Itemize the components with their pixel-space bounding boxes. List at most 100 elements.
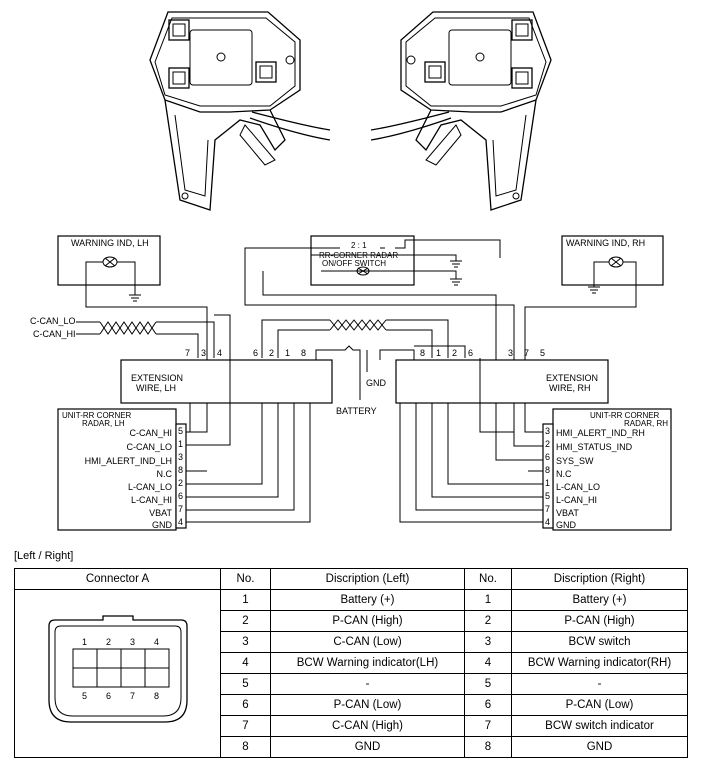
unit-lh-box [57,408,177,531]
pin-no-left: 5 [220,673,271,695]
pin-desc-left: P-CAN (High) [270,610,465,632]
ext-lh-pin: 4 [217,348,222,358]
pin-desc-right: P-CAN (Low) [511,694,688,716]
unit-lh-pin-label: VBAT [149,508,172,518]
pin-no-left: 2 [220,610,271,632]
wiring-diagram: WARNING IND, LH 2 : 1 RR-CORNER RADAR ON… [30,11,672,531]
ext-lh-label-1: EXTENSION [131,373,183,383]
ext-rh-pin: 1 [436,348,441,358]
header-no-right: No. [464,568,512,590]
ext-lh-pin: 1 [285,348,290,358]
unit-lh-pin-number: 4 [178,517,183,527]
unit-lh-title-1: UNIT-RR CORNER [62,411,132,420]
ext-rh-label-2: WIRE, RH [549,383,591,393]
ext-lh-pin: 3 [201,348,206,358]
pin-desc-left: Battery (+) [270,589,465,611]
unit-lh-pin-label: L-CAN_HI [131,495,172,505]
c-can-lo-label: C-CAN_LO [30,316,76,326]
ext-rh-pin: 3 [508,348,513,358]
pin-desc-left: GND [270,736,465,758]
ext-rh-pin: 2 [452,348,457,358]
radar-unit-rh-illustration [370,11,552,211]
warning-ind-rh-label: WARNING IND, RH [566,238,645,248]
unit-lh-pin-number: 5 [178,426,183,436]
unit-rh-pin-number: 1 [545,478,550,488]
table-row: 4 BCW Warning indicator(LH) 4 BCW Warnin… [15,652,688,674]
ext-rh-pin: 6 [468,348,473,358]
ext-lh-pin: 2 [269,348,274,358]
pin-no-right: 3 [464,631,512,653]
unit-rh-pin-number: 2 [545,439,550,449]
ext-lh-pin-labels: 7 3 4 6 2 1 8 [185,348,306,358]
table-header-row: Connector A No. Discription (Left) No. D… [14,568,688,590]
unit-rh-title-2: RADAR, RH [624,419,668,428]
unit-lh-pin-label: C-CAN_LO [126,442,172,452]
header-desc-left: Discription (Left) [270,568,465,590]
extension-wire-rh-box [395,359,609,404]
unit-rh-pin-number: 5 [545,491,550,501]
ext-rh-pin: 5 [540,348,545,358]
pin-desc-right: BCW switch [511,631,688,653]
ext-rh-label-1: EXTENSION [546,373,598,383]
connector-a-icon: 1 2 3 4 5 6 7 8 [48,615,188,723]
unit-lh-pin-label: HMI_ALERT_IND_LH [85,456,172,466]
unit-rh-pin-list: HMI_ALERT_IND_RH HMI_STATUS_IND SYS_SW N… [556,428,645,530]
unit-lh-pin-number: 2 [178,478,183,488]
pin-desc-left: BCW Warning indicator(LH) [270,652,465,674]
table-row: 7 C-CAN (High) 7 BCW switch indicator [15,715,688,737]
header-desc-right: Discription (Right) [511,568,688,590]
pin-no-left: 6 [220,694,271,716]
unit-rh-pin-label: N.C [556,469,572,479]
pin-no-right: 2 [464,610,512,632]
warning-ind-rh-box [561,235,664,286]
ext-rh-pin: 7 [524,348,529,358]
connector-pin-label: 5 [82,691,87,701]
unit-rh-pin-number: 8 [545,465,550,475]
ext-rh-pin: 8 [420,348,425,358]
connector-pin-label: 8 [154,691,159,701]
connector-a-cell: 1 2 3 4 5 6 7 8 [14,589,221,758]
pin-no-right: 6 [464,694,512,716]
pin-desc-right: BCW Warning indicator(RH) [511,652,688,674]
unit-lh-pin-list: C-CAN_HI C-CAN_LO HMI_ALERT_IND_LH N.C L… [85,428,173,530]
unit-rh-pin-numbers: 3 2 6 8 1 5 7 4 [542,423,554,529]
ext-lh-pin: 8 [301,348,306,358]
unit-lh-pin-label: N.C [157,469,173,479]
pin-desc-left: - [270,673,465,695]
unit-rh-pin-number: 7 [545,504,550,514]
pin-no-right: 1 [464,589,512,611]
ground-switch-2-icon [450,278,462,286]
table-row: 1 2 3 4 5 6 7 8 1 Battery (+) 1 Battery … [14,589,688,758]
switch-pins-label: 2 : 1 [351,241,367,250]
unit-lh-pin-number: 8 [178,465,183,475]
section-label: [Left / Right] [14,550,74,562]
header-no-left: No. [220,568,271,590]
unit-rh-title-1: UNIT-RR CORNER [590,411,660,420]
warning-ind-lh-box [57,235,161,286]
connector-pin-label: 6 [106,691,111,701]
gnd-label: GND [366,378,387,388]
unit-rh-pin-label: HMI_ALERT_IND_RH [556,428,645,438]
connector-pin-label: 4 [154,637,159,647]
unit-lh-pin-numbers: 5 1 3 8 2 6 7 4 [175,423,187,529]
connector-pin-table: Connector A No. Discription (Left) No. D… [14,568,688,758]
table-row: 2 P-CAN (High) 2 P-CAN (High) [15,610,688,632]
ext-rh-pin-labels: 8 1 2 6 3 7 5 [420,348,545,358]
extension-wire-lh-box [120,359,333,404]
unit-lh-pin-number: 6 [178,491,183,501]
unit-lh-pin-number: 1 [178,439,183,449]
ground-rh-icon [588,286,600,294]
unit-rh-pin-label: VBAT [556,508,579,518]
table-row: 8 GND 8 GND [15,736,688,758]
pin-no-right: 4 [464,652,512,674]
ground-switch-1-icon [450,260,462,268]
connector-pin-label: 1 [82,637,87,647]
warning-ind-lh-label: WARNING IND, LH [71,238,149,248]
pin-desc-right: GND [511,736,688,758]
unit-rh-pin-label: L-CAN_HI [556,495,597,505]
unit-lh-pin-number: 3 [178,452,183,462]
pin-no-left: 8 [220,736,271,758]
connector-pin-label: 3 [130,637,135,647]
unit-lh-pin-label: GND [152,520,173,530]
c-can-hi-label: C-CAN_HI [33,329,76,339]
